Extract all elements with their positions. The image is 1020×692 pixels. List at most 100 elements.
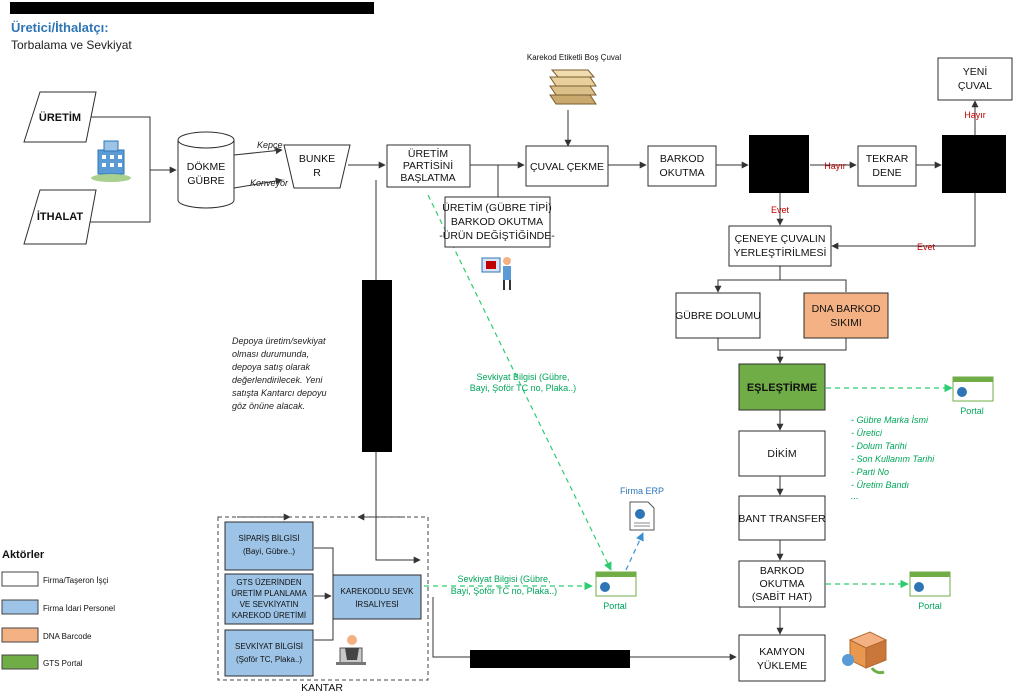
svg-text:Depoya üretim/sevkiyat: Depoya üretim/sevkiyat (232, 336, 326, 346)
dokme-gubre-cylinder: DÖKME GÜBRE (177, 131, 235, 209)
portal-icon-2: Portal (909, 571, 951, 611)
uretim-gubre-tipi-node: ÜRETİM (GÜBRE TİPİ) BARKOD OKUTMA -ÜRÜN … (439, 196, 555, 248)
svg-text:TEKRAR: TEKRAR (866, 153, 909, 165)
yeni-cuval-node: YENİ ÇUVAL (937, 57, 1013, 101)
svg-text:PARTİSİNİ: PARTİSİNİ (403, 159, 453, 172)
svg-text:SEVKİYAT BİLGİSİ: SEVKİYAT BİLGİSİ (235, 642, 303, 651)
siparis-node: SİPARİŞ BİLGİSİ (Bayi, Gübre..) (224, 521, 314, 571)
svg-text:olması durumunda,: olması durumunda, (232, 349, 309, 359)
sevkiyat-bilgisi-1b: Bayi, Şoför TC no, Plaka..) (470, 383, 576, 393)
firma-erp-label: Firma ERP (620, 486, 664, 496)
svg-text:DÖKME: DÖKME (187, 161, 226, 173)
legend-item: Firma İdari Personel (1, 599, 115, 615)
erp-document-icon (629, 501, 655, 531)
loading-icon (842, 631, 888, 675)
legend-item: Firma/Taşeron İşçi (1, 571, 109, 587)
svg-text:Portal: Portal (603, 601, 627, 611)
sevkiyat-bilgisi-2a: Sevkiyat Bilgisi (Gübre, (457, 574, 550, 584)
sevkiyat-bilgisi-node: SEVKİYAT BİLGİSİ (Şoför TC, Plaka..) (224, 629, 314, 677)
bant-transfer-node: BANT TRANSFER (738, 495, 826, 541)
bunker-node: BUNKE R (283, 144, 351, 189)
building-icon (91, 140, 131, 182)
evet-label-2: Evet (917, 242, 936, 252)
svg-text:GÜBRE: GÜBRE (187, 175, 224, 187)
konveyor-label: Konveyör (250, 178, 289, 188)
svg-text:- Parti No: - Parti No (851, 467, 889, 477)
svg-text:DNA Barcode: DNA Barcode (43, 632, 92, 641)
svg-text:ÜRETİM: ÜRETİM (408, 147, 448, 160)
svg-text:YÜKLEME: YÜKLEME (757, 660, 807, 672)
svg-text:İTHALAT: İTHALAT (37, 210, 84, 223)
svg-text:ÇENEYE ÇUVALIN: ÇENEYE ÇUVALIN (735, 233, 826, 245)
svg-text:VE SEVKİYATIN: VE SEVKİYATIN (240, 600, 299, 609)
svg-text:BAŞLATMA: BAŞLATMA (400, 172, 455, 184)
svg-text:DENE: DENE (872, 167, 901, 179)
svg-text:ÇUVAL: ÇUVAL (958, 80, 992, 92)
svg-text:ÜRETİM PLANLAMA: ÜRETİM PLANLAMA (231, 589, 307, 598)
svg-text:GTS Portal: GTS Portal (43, 659, 83, 668)
sevkiyat-bilgisi-1a: Sevkiyat Bilgisi (Gübre, (476, 372, 569, 382)
svg-text:- Gübre Marka İsmi: - Gübre Marka İsmi (851, 415, 929, 425)
kamyon-node: KAMYON YÜKLEME (738, 634, 826, 682)
gubre-dolumu-node: GÜBRE DOLUMU (675, 292, 761, 339)
svg-text:göz önüne alacak.: göz önüne alacak. (232, 401, 305, 411)
hayir-label-1: Hayır (824, 161, 846, 171)
legend-item: GTS Portal (1, 654, 83, 670)
svg-text:- Son Kullanım Tarihi: - Son Kullanım Tarihi (851, 454, 935, 464)
svg-text:YERLEŞTİRİLMESİ: YERLEŞTİRİLMESİ (734, 246, 827, 259)
svg-text:SIKIMI: SIKIMI (830, 317, 862, 329)
kantar-label: KANTAR (301, 682, 343, 692)
eslestirme-fields: - Gübre Marka İsmi - Üretici - Dolum Tar… (851, 415, 935, 501)
dna-barkod-node: DNA BARKOD SIKIMI (803, 292, 889, 339)
redacted-block (10, 2, 374, 14)
uretim-node: ÜRETİM (23, 91, 97, 143)
svg-text:YENİ: YENİ (963, 65, 988, 78)
legend: Aktörler Firma/Taşeron İşçi Firma İdari … (1, 549, 115, 670)
svg-text:...: ... (851, 491, 859, 501)
legend-item: DNA Barcode (1, 627, 92, 643)
redacted-block-vertical (362, 280, 392, 452)
barkod-sabit-node: BARKOD OKUTMA (SABİT HAT) (738, 560, 826, 608)
svg-text:depoya satış olarak: depoya satış olarak (232, 362, 311, 372)
karekod-etiketli-label: Karekod Etiketli Boş Çuval (527, 53, 621, 62)
svg-text:(Bayi, Gübre..): (Bayi, Gübre..) (243, 547, 295, 556)
hayir-label-2: Hayır (964, 110, 986, 120)
gts-node: GTS ÜZERİNDEN ÜRETİM PLANLAMA VE SEVKİYA… (224, 573, 314, 625)
info-links (424, 194, 953, 591)
kepce-label: Kepçe (257, 140, 283, 150)
svg-text:DNA BARKOD: DNA BARKOD (812, 303, 881, 315)
redacted-decision-1 (749, 135, 809, 193)
svg-text:EŞLEŞTİRME: EŞLEŞTİRME (747, 381, 817, 394)
dikim-node: DİKİM (738, 430, 826, 477)
svg-text:satışta Kantarcı depoyu: satışta Kantarcı depoyu (232, 388, 327, 398)
uretim-partisi-node: ÜRETİM PARTİSİNİ BAŞLATMA (386, 144, 471, 188)
tekrar-dene-node: TEKRAR DENE (857, 145, 917, 187)
sack-stack-icon (549, 69, 597, 105)
svg-text:BUNKE: BUNKE (299, 153, 335, 165)
svg-text:Firma/Taşeron İşçi: Firma/Taşeron İşçi (43, 576, 109, 585)
ceneye-node: ÇENEYE ÇUVALIN YERLEŞTİRİLMESİ (728, 225, 832, 267)
svg-text:(Şoför TC, Plaka..): (Şoför TC, Plaka..) (236, 655, 302, 664)
svg-text:ÜRETİM (GÜBRE TİPİ): ÜRETİM (GÜBRE TİPİ) (442, 201, 551, 214)
svg-text:BANT TRANSFER: BANT TRANSFER (738, 513, 826, 525)
portal-icon-3: Portal (595, 571, 637, 611)
svg-text:Portal: Portal (918, 601, 942, 611)
cuval-cekme-node: ÇUVAL ÇEKME (525, 145, 609, 187)
page-title: Üretici/İthalatçı: (11, 20, 109, 35)
svg-text:R: R (313, 167, 321, 179)
svg-text:Firma İdari Personel: Firma İdari Personel (43, 604, 115, 613)
svg-text:ÜRETİM: ÜRETİM (39, 111, 81, 124)
svg-text:OKUTMA: OKUTMA (660, 167, 705, 179)
svg-text:BARKOD OKUTMA: BARKOD OKUTMA (451, 216, 543, 228)
eslestirme-node: EŞLEŞTİRME (738, 363, 826, 411)
ithalat-node: İTHALAT (23, 189, 97, 245)
portal-icon-1: Portal (952, 376, 994, 416)
svg-text:DİKİM: DİKİM (767, 447, 796, 460)
kantar-group (217, 516, 429, 681)
svg-text:- Üretim Bandı: - Üretim Bandı (851, 480, 910, 490)
svg-text:(SABİT HAT): (SABİT HAT) (752, 590, 812, 603)
svg-text:- Üretici: - Üretici (851, 428, 883, 438)
operator-desk-icon (336, 635, 366, 665)
svg-text:KAMYON: KAMYON (759, 646, 805, 658)
